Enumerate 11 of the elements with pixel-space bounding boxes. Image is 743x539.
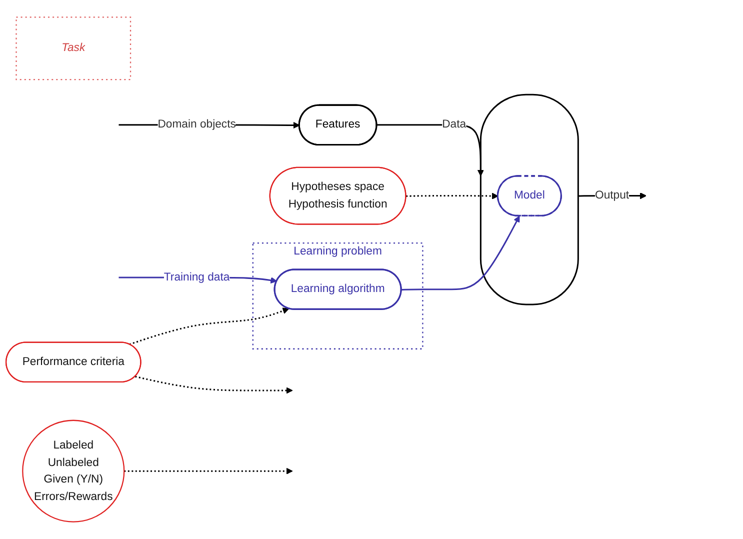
edge-label: Output	[594, 188, 630, 202]
edge-label: Domain objects	[158, 118, 236, 131]
edge-label: Data	[442, 118, 466, 131]
node-circle: Labeled Unlabeled Given (Y/N) Errors/Rewards	[22, 420, 125, 522]
arrow	[376, 124, 484, 176]
arrow	[401, 216, 520, 290]
arrow	[406, 192, 498, 200]
edge-label: Training data	[164, 270, 230, 284]
arrow	[124, 468, 293, 474]
arrow	[135, 376, 293, 394]
arrow	[129, 308, 290, 346]
